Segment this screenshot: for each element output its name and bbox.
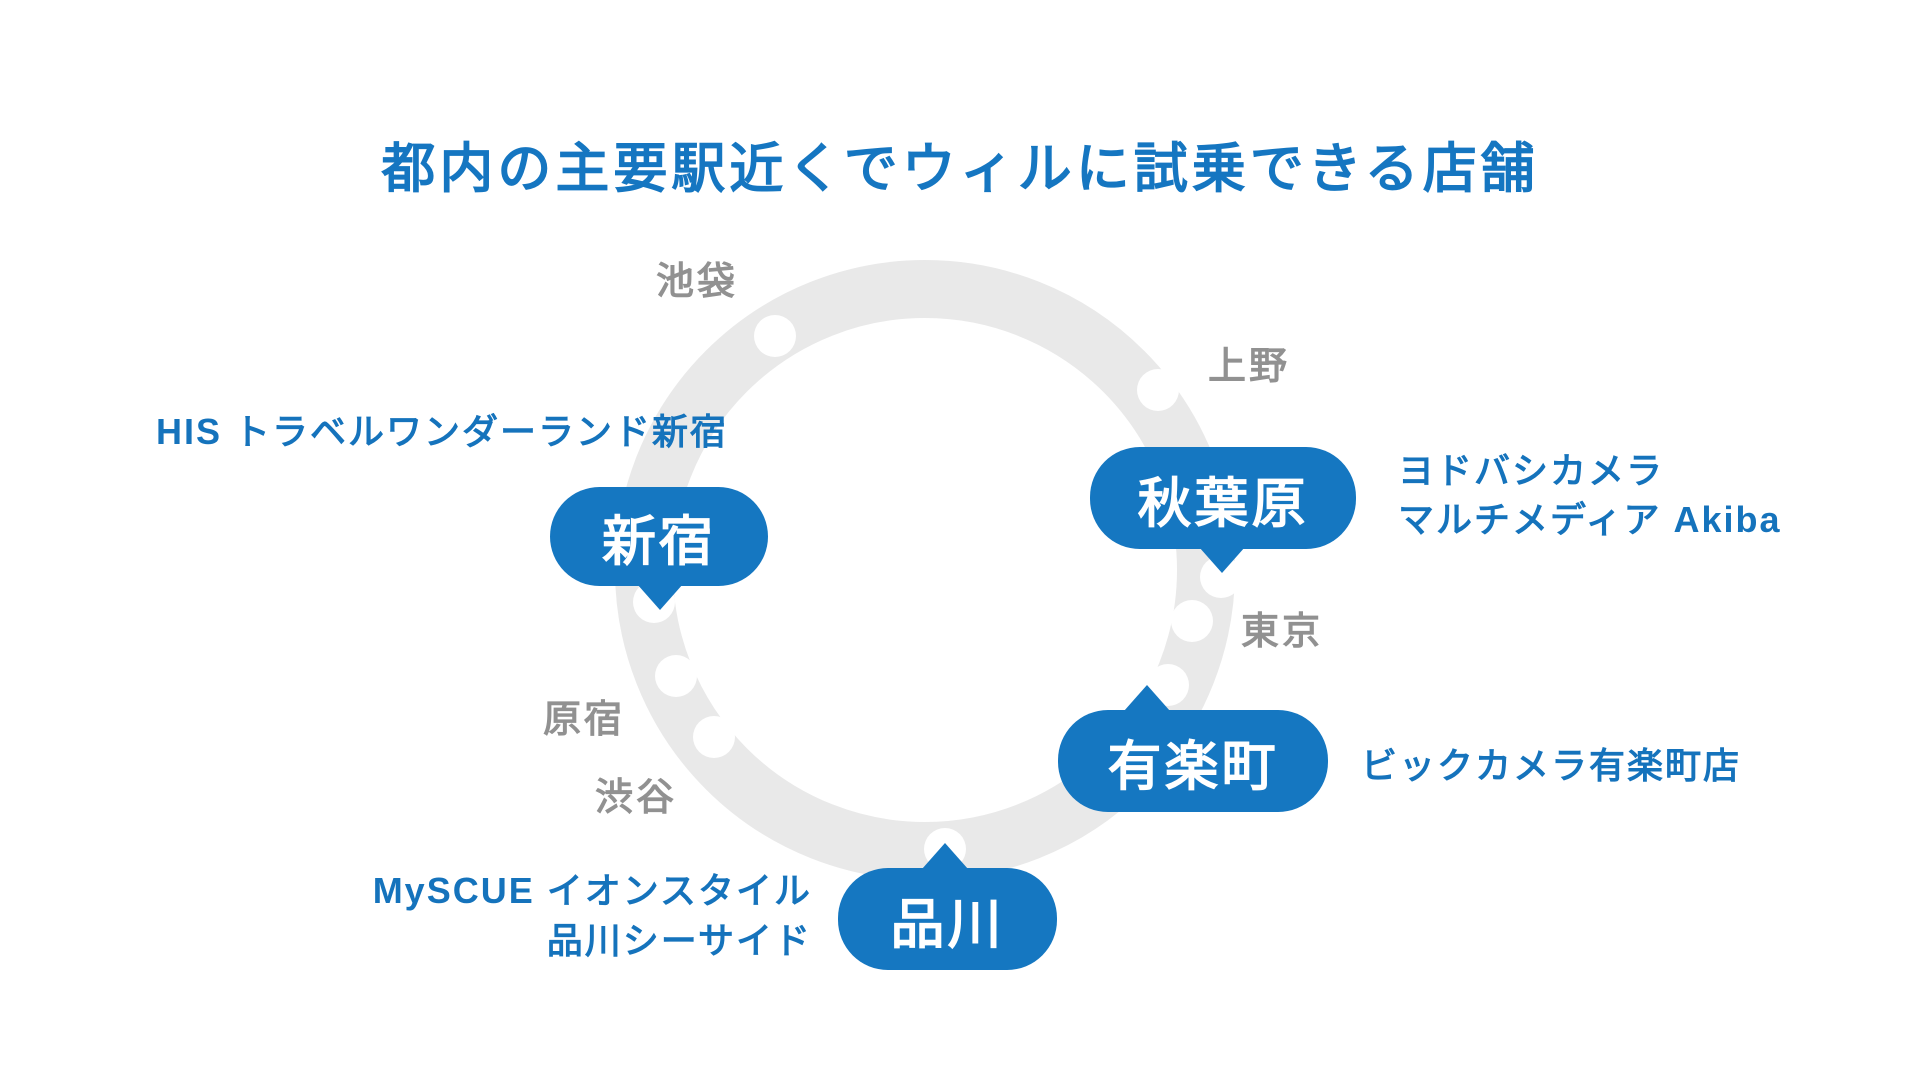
page-title: 都内の主要駅近くでウィルに試乗できる店舗 (381, 139, 1539, 200)
store-label-line: 品川シーサイド (546, 920, 812, 961)
badge-pointer-shinjuku (637, 584, 683, 610)
station-badge-label: 秋葉原 (1137, 473, 1309, 534)
station-dot-ikebukuro (754, 315, 796, 357)
store-label-akihabara: ヨドバシカメラ マルチメディア Akiba (1398, 446, 1782, 544)
store-label-line: ヨドバシカメラ (1398, 450, 1665, 491)
store-label-line: マルチメディア Akiba (1398, 499, 1782, 540)
station-badge-shinjuku: 新宿 (550, 487, 768, 586)
badge-pointer-akihabara (1199, 547, 1245, 573)
badge-pointer-yurakucho (1124, 685, 1170, 711)
store-label-line: ビックカメラ有楽町店 (1361, 745, 1742, 786)
station-badge-label: 新宿 (602, 512, 716, 572)
station-badge-yurakucho: 有楽町 (1058, 710, 1328, 812)
station-label-tokyo: 東京 (1241, 611, 1324, 653)
station-badge-label: 有楽町 (1107, 736, 1279, 797)
station-badge-label: 品川 (890, 894, 1005, 955)
station-label-harajuku: 原宿 (543, 699, 626, 741)
station-badge-akihabara: 秋葉原 (1090, 447, 1356, 549)
station-badge-shinagawa: 品川 (838, 868, 1057, 970)
store-label-yurakucho: ビックカメラ有楽町店 (1361, 741, 1741, 790)
station-dot-ueno (1137, 369, 1179, 411)
station-dot-shibuya (693, 716, 735, 758)
station-dot-tokyo (1171, 600, 1213, 642)
station-label-ueno: 上野 (1208, 346, 1291, 388)
station-label-shibuya: 渋谷 (595, 777, 678, 819)
station-label-ikebukuro: 池袋 (656, 261, 739, 303)
store-label-line: HIS トラベルワンダーランド新宿 (156, 411, 729, 452)
store-label-shinjuku: HIS トラベルワンダーランド新宿 (156, 407, 728, 456)
station-dot-harajuku (655, 655, 697, 697)
badge-pointer-shinagawa (922, 843, 968, 869)
store-label-shinagawa: MySCUE イオンスタイル 品川シーサイド (373, 866, 812, 966)
store-label-line: MySCUE イオンスタイル (372, 870, 812, 911)
